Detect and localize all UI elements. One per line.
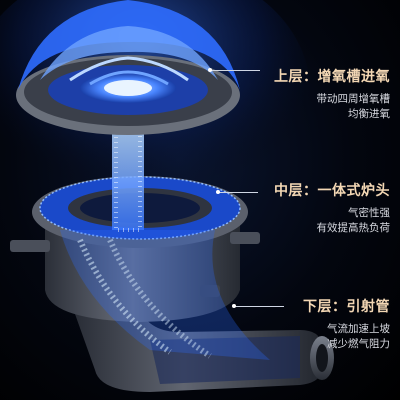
lower-layer-title: 下层：引射管 [303,298,390,314]
lower-leader-dot [232,304,236,308]
top-layer-label: 上层：增氧槽进氧 带动四周增氧槽 均衡进氧 [274,66,390,122]
middle-layer-title: 中层：一体式炉头 [274,182,390,198]
top-layer-desc: 带动四周增氧槽 均衡进氧 [274,92,391,122]
middle-layer-desc: 气密性强 有效提高热负荷 [274,206,391,236]
lower-layer-desc-line: 气流加速上坡 [327,323,390,335]
middle-layer-label: 中层：一体式炉头 气密性强 有效提高热负荷 [274,180,390,236]
lower-layer-desc-line: 减少燃气阻力 [327,338,390,350]
lower-layer-desc: 气流加速上坡 减少燃气阻力 [303,322,390,352]
middle-leader-line [218,192,258,193]
middle-layer-desc-line: 气密性强 [348,207,390,219]
top-leader-dot [208,68,212,72]
middle-layer-desc-line: 有效提高热负荷 [316,222,391,234]
gas-flow [60,230,270,360]
top-layer-desc-line: 带动四周增氧槽 [316,93,391,105]
top-leader-line [210,70,260,71]
middle-leader-dot [216,190,220,194]
lower-layer-label: 下层：引射管 气流加速上坡 减少燃气阻力 [303,296,390,352]
injector-pipe [70,300,334,392]
flames [18,0,240,90]
top-layer-title: 上层：增氧槽进氧 [274,68,390,84]
lower-leader-line [234,306,284,307]
top-layer-desc-line: 均衡进氧 [348,108,390,120]
